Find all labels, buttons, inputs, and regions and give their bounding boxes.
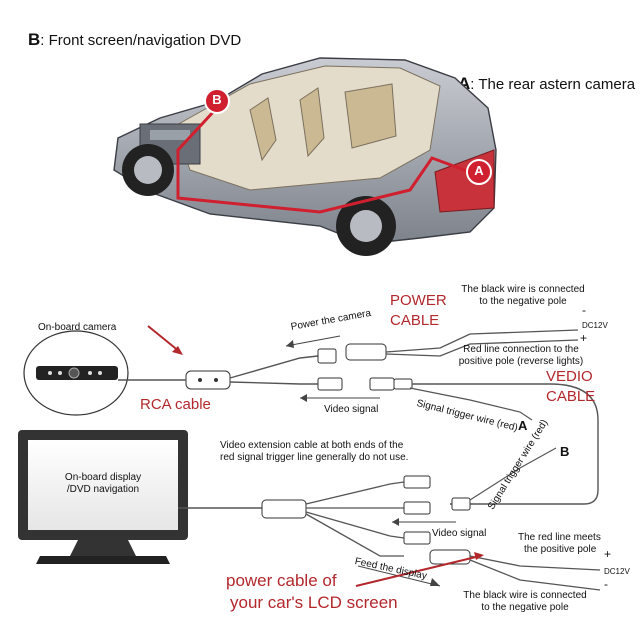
power-cable-label-1: POWER bbox=[390, 292, 447, 309]
display-label-1: On-board display bbox=[64, 472, 142, 483]
red-meets-2: the positive pole bbox=[524, 544, 597, 555]
camera-graphic bbox=[23, 330, 129, 416]
lcd-power-1: power cable of bbox=[226, 571, 337, 590]
point-a: A bbox=[518, 418, 528, 433]
vedio-cable-2: CABLE bbox=[546, 388, 596, 405]
black-wire-top-1: The black wire is connected bbox=[461, 284, 585, 295]
video-signal-bottom: Video signal bbox=[432, 528, 487, 539]
car-illustration bbox=[113, 57, 497, 256]
video-signal-top: Video signal bbox=[324, 404, 379, 415]
extension-note-1: Video extension cable at both ends of th… bbox=[220, 440, 404, 451]
label-front-screen: B: Front screen/navigation DVD bbox=[28, 30, 242, 49]
badge-b: B bbox=[212, 92, 222, 107]
red-line-1: Red line connection to the bbox=[463, 344, 579, 355]
power-cable-label-2: CABLE bbox=[390, 312, 440, 329]
extension-note-2: red signal trigger line generally do not… bbox=[220, 452, 409, 463]
minus-top: - bbox=[582, 303, 586, 317]
onboard-camera-label: On-board camera bbox=[38, 322, 117, 333]
dc12v-top: DC12V bbox=[582, 321, 608, 330]
badge-a: A bbox=[474, 163, 484, 178]
vedio-cable-1: VEDIO bbox=[546, 368, 593, 385]
plus-top: + bbox=[580, 331, 588, 345]
black-wire-bottom-1: The black wire is connected bbox=[463, 590, 587, 601]
point-b: B bbox=[560, 444, 570, 459]
black-wire-bottom-2: to the negative pole bbox=[481, 602, 569, 613]
dc12v-bottom: DC12V bbox=[604, 567, 630, 576]
rca-cable-label: RCA cable bbox=[140, 396, 211, 413]
display-graphic bbox=[18, 430, 188, 564]
red-meets-1: The red line meets bbox=[518, 532, 601, 543]
minus-bottom: - bbox=[604, 577, 608, 591]
display-label-2: /DVD navigation bbox=[66, 484, 140, 495]
black-wire-top-2: to the negative pole bbox=[479, 296, 567, 307]
plus-bottom: + bbox=[604, 547, 612, 561]
red-line-2: positive pole (reverse lights) bbox=[458, 356, 584, 367]
lcd-power-2: your car's LCD screen bbox=[230, 593, 398, 612]
